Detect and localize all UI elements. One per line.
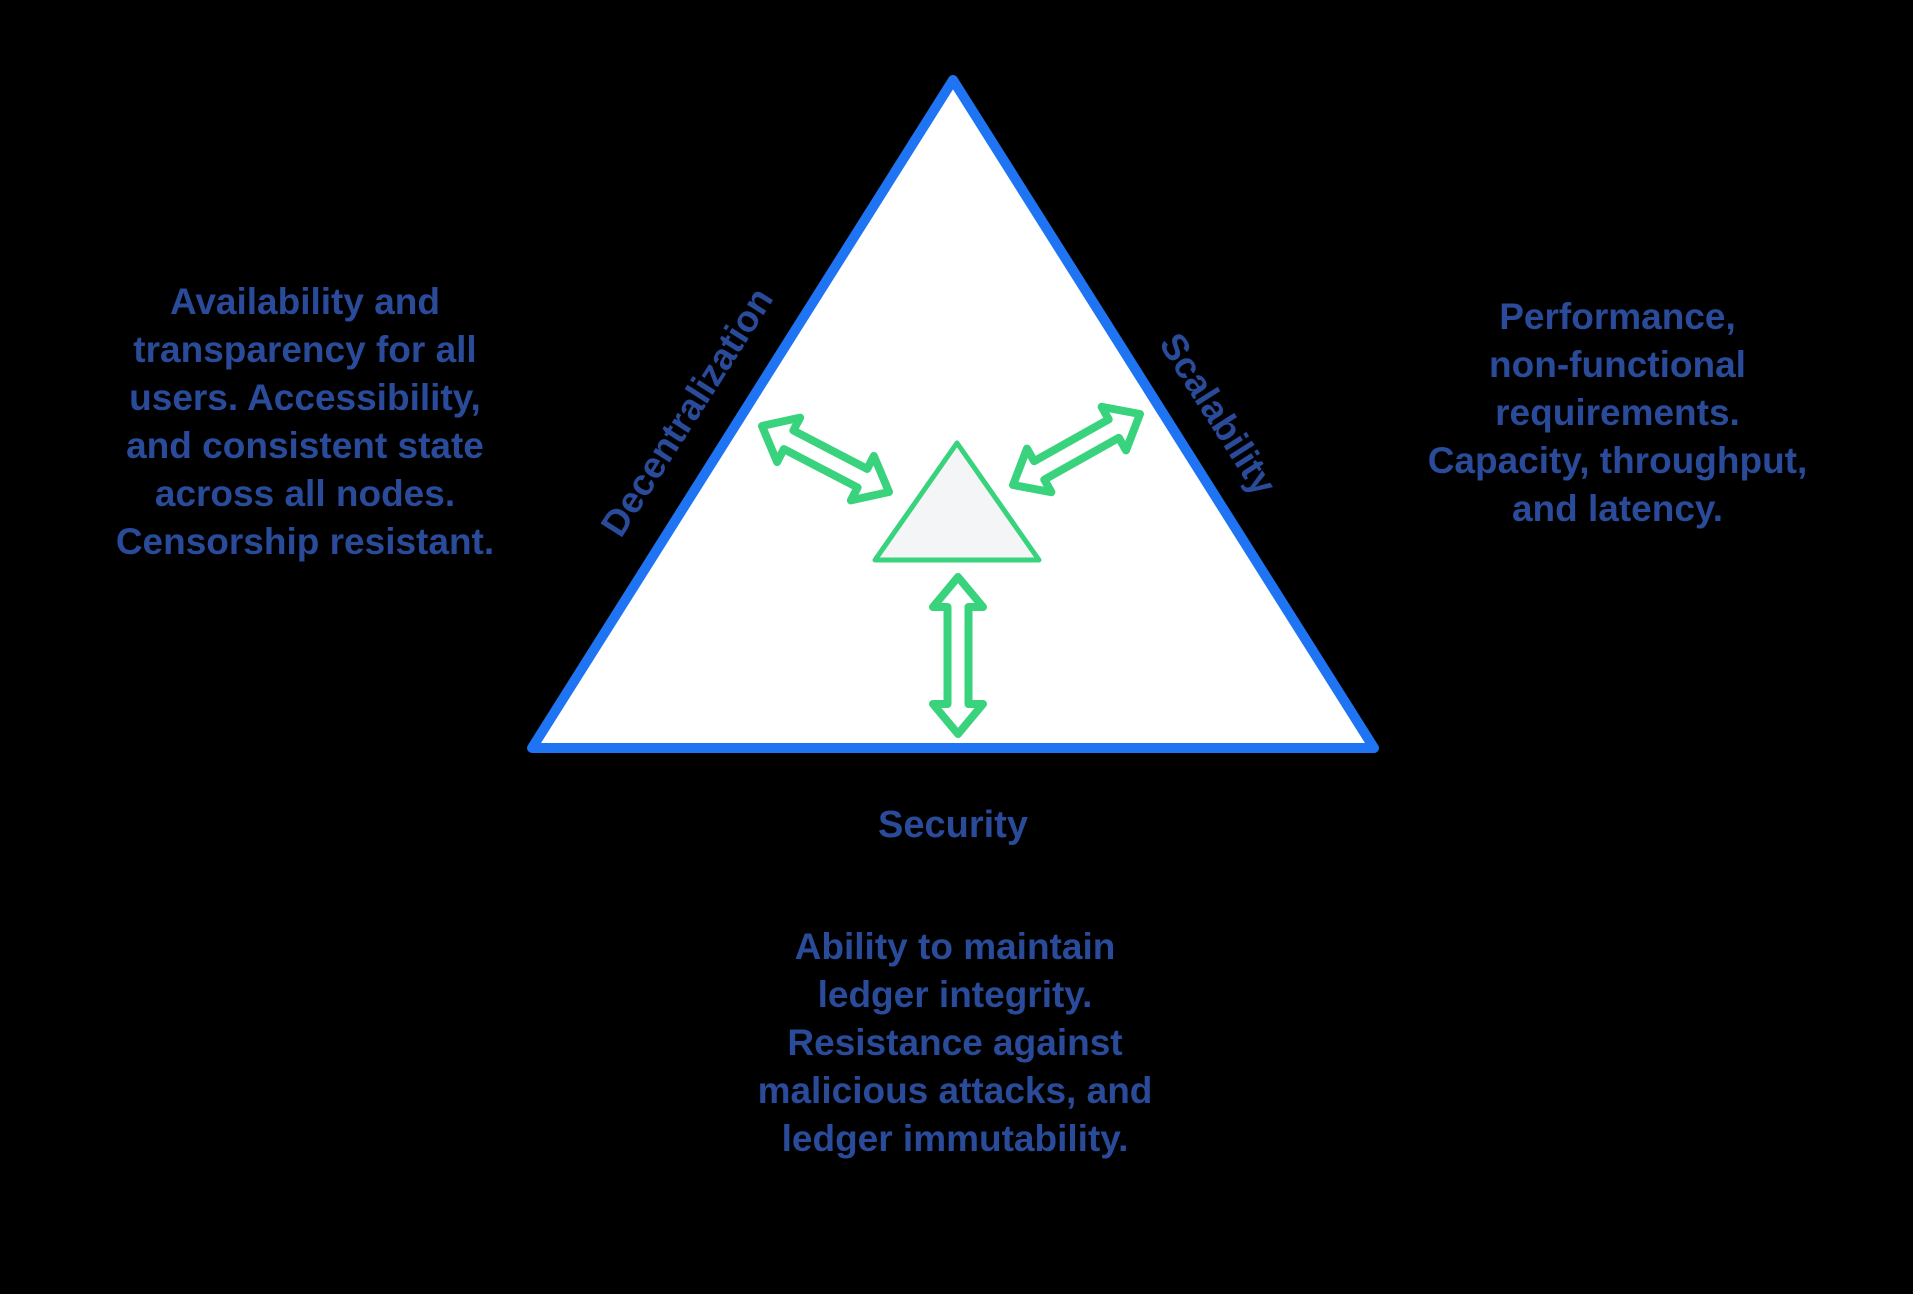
description-decentralization: Availability and transparency for all us… <box>115 281 495 562</box>
scalability-arrow-icon <box>1009 402 1144 497</box>
inner-triangle <box>872 440 1042 563</box>
outer-triangle <box>527 75 1379 753</box>
label-security: Security <box>878 804 1028 846</box>
decentralization-arrow-icon <box>758 413 893 505</box>
security-arrow-icon <box>929 573 987 738</box>
description-security: Ability to maintain ledger integrity. Re… <box>757 926 1153 1159</box>
description-scalability: Performance, non-functional requirements… <box>1427 296 1808 529</box>
